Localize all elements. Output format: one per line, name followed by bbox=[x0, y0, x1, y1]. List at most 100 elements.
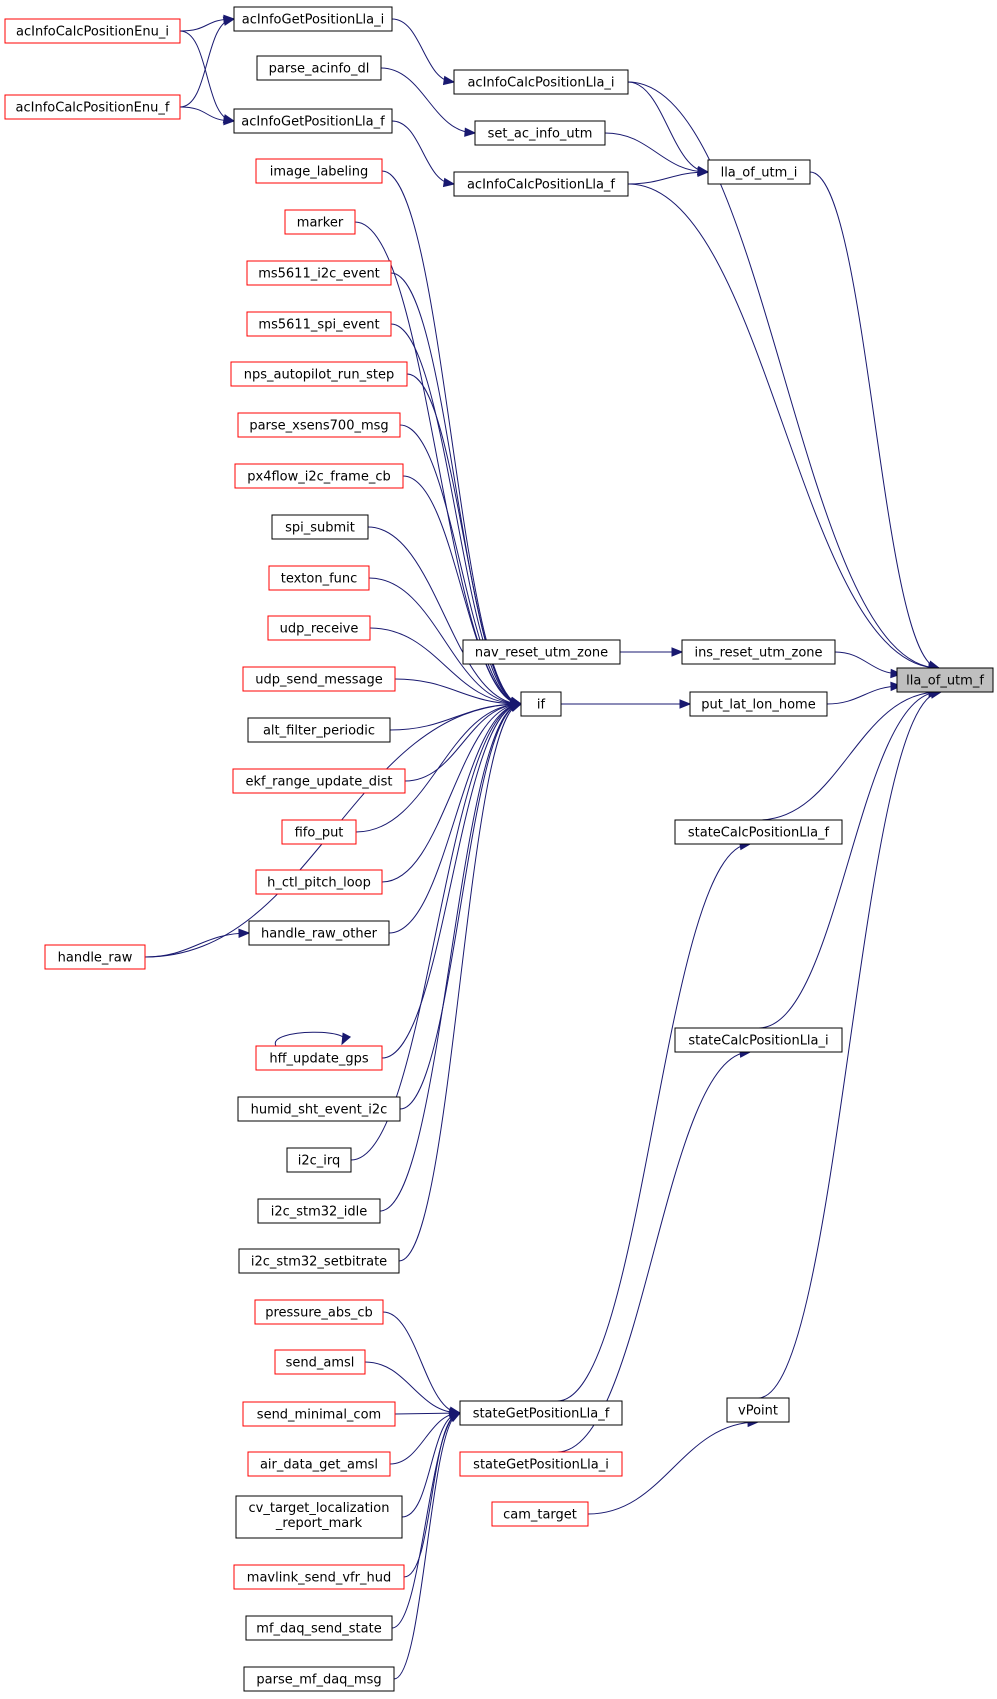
node-mavlink-send-vfr-hud[interactable]: mavlink_send_vfr_hud bbox=[233, 1564, 405, 1590]
node-h-ctl-pitch-loop[interactable]: h_ctl_pitch_loop bbox=[255, 869, 383, 895]
node-texton-func[interactable]: texton_func bbox=[268, 565, 370, 591]
node-box[interactable] bbox=[267, 615, 371, 641]
node-box[interactable] bbox=[4, 94, 181, 120]
node-box[interactable] bbox=[726, 1397, 790, 1423]
node-box[interactable] bbox=[674, 1027, 843, 1053]
node-fifo-put[interactable]: fifo_put bbox=[281, 819, 357, 845]
node-humid-sht-event-i2c[interactable]: humid_sht_event_i2c bbox=[237, 1096, 401, 1122]
node-acinfocalcpositionenu-f[interactable]: acInfoCalcPositionEnu_f bbox=[4, 94, 181, 120]
node-root[interactable]: lla_of_utm_f bbox=[896, 667, 994, 693]
node-box[interactable] bbox=[689, 691, 828, 717]
node-box[interactable] bbox=[281, 819, 357, 845]
node-ms5611-i2c-event[interactable]: ms5611_i2c_event bbox=[246, 260, 392, 286]
node-box[interactable] bbox=[255, 1045, 383, 1071]
node-box[interactable] bbox=[474, 120, 606, 146]
node-box[interactable] bbox=[237, 412, 401, 438]
node-parse-xsens700-msg[interactable]: parse_xsens700_msg bbox=[237, 412, 401, 438]
node-acinfocalcpositionlla-i[interactable]: acInfoCalcPositionLla_i bbox=[453, 69, 629, 95]
node-box[interactable] bbox=[256, 55, 382, 81]
node-nav-reset-utm-zone[interactable]: nav_reset_utm_zone bbox=[462, 639, 621, 665]
node-udp-receive[interactable]: udp_receive bbox=[267, 615, 371, 641]
node-box[interactable] bbox=[674, 819, 843, 845]
node-box[interactable] bbox=[242, 1401, 396, 1427]
node-box[interactable] bbox=[233, 1564, 405, 1590]
node-box[interactable] bbox=[286, 1147, 352, 1173]
node-box[interactable] bbox=[232, 768, 406, 794]
node-vpoint[interactable]: vPoint bbox=[726, 1397, 790, 1423]
node-box[interactable] bbox=[254, 1299, 384, 1325]
node-box[interactable] bbox=[271, 514, 369, 540]
node-box[interactable] bbox=[247, 1451, 391, 1477]
node-nps-autopilot-run-step[interactable]: nps_autopilot_run_step bbox=[230, 361, 408, 387]
node-box[interactable] bbox=[242, 666, 396, 692]
node-stategetpositionlla-f[interactable]: stateGetPositionLla_f bbox=[459, 1400, 623, 1426]
node-stategetpositionlla-i[interactable]: stateGetPositionLla_i bbox=[459, 1451, 623, 1477]
node-box[interactable] bbox=[268, 565, 370, 591]
node-marker[interactable]: marker bbox=[284, 209, 356, 235]
node-box[interactable] bbox=[44, 944, 146, 970]
node-if[interactable]: if bbox=[520, 691, 562, 717]
node-ins-reset-utm-zone[interactable]: ins_reset_utm_zone bbox=[681, 639, 836, 665]
node-box[interactable] bbox=[246, 260, 392, 286]
node-box[interactable] bbox=[453, 69, 629, 95]
node-box[interactable] bbox=[459, 1400, 623, 1426]
node-box[interactable] bbox=[255, 158, 383, 184]
node-box[interactable] bbox=[235, 1495, 403, 1539]
node-spi-submit[interactable]: spi_submit bbox=[271, 514, 369, 540]
node-image-labeling[interactable]: image_labeling bbox=[255, 158, 383, 184]
node-box[interactable] bbox=[233, 108, 393, 134]
node-alt-filter-periodic[interactable]: alt_filter_periodic bbox=[247, 717, 391, 743]
node-ekf-range-update-dist[interactable]: ekf_range_update_dist bbox=[232, 768, 406, 794]
node-box[interactable] bbox=[4, 18, 181, 44]
node-parse-mf-daq-msg[interactable]: parse_mf_daq_msg bbox=[243, 1666, 395, 1692]
node-ms5611-spi-event[interactable]: ms5611_spi_event bbox=[246, 311, 392, 337]
node-statecalcpositionlla-f[interactable]: stateCalcPositionLla_f bbox=[674, 819, 843, 845]
node-box[interactable] bbox=[237, 1096, 401, 1122]
node-box[interactable] bbox=[234, 463, 404, 489]
node-handle-raw[interactable]: handle_raw bbox=[44, 944, 146, 970]
node-box[interactable] bbox=[238, 1248, 400, 1274]
node-i2c-stm32-idle[interactable]: i2c_stm32_idle bbox=[257, 1198, 381, 1224]
node-cv-target-localization-report-mark[interactable]: cv_target_localization_report_mark bbox=[235, 1495, 403, 1539]
node-set-ac-info-utm[interactable]: set_ac_info_utm bbox=[474, 120, 606, 146]
node-i2c-irq[interactable]: i2c_irq bbox=[286, 1147, 352, 1173]
node-box[interactable] bbox=[257, 1198, 381, 1224]
node-box[interactable] bbox=[233, 6, 393, 32]
node-box[interactable] bbox=[255, 869, 383, 895]
node-box[interactable] bbox=[274, 1349, 366, 1375]
node-acinfogetpositionlla-f[interactable]: acInfoGetPositionLla_f bbox=[233, 108, 393, 134]
node-put-lat-lon-home[interactable]: put_lat_lon_home bbox=[689, 691, 828, 717]
node-mf-daq-send-state[interactable]: mf_daq_send_state bbox=[245, 1615, 393, 1641]
node-box[interactable] bbox=[284, 209, 356, 235]
node-parse-acinfo-dl[interactable]: parse_acinfo_dl bbox=[256, 55, 382, 81]
node-send-minimal-com[interactable]: send_minimal_com bbox=[242, 1401, 396, 1427]
node-pressure-abs-cb[interactable]: pressure_abs_cb bbox=[254, 1299, 384, 1325]
node-acinfocalcpositionenu-i[interactable]: acInfoCalcPositionEnu_i bbox=[4, 18, 181, 44]
node-box[interactable] bbox=[245, 1615, 393, 1641]
node-box[interactable] bbox=[248, 920, 390, 946]
node-box[interactable] bbox=[681, 639, 836, 665]
node-acinfocalcpositionlla-f[interactable]: acInfoCalcPositionLla_f bbox=[453, 171, 629, 197]
node-box[interactable] bbox=[462, 639, 621, 665]
node-box[interactable] bbox=[707, 159, 811, 185]
node-send-amsl[interactable]: send_amsl bbox=[274, 1349, 366, 1375]
node-box[interactable] bbox=[491, 1501, 589, 1527]
node-i2c-stm32-setbitrate[interactable]: i2c_stm32_setbitrate bbox=[238, 1248, 400, 1274]
node-box[interactable] bbox=[243, 1666, 395, 1692]
node-handle-raw-other[interactable]: handle_raw_other bbox=[248, 920, 390, 946]
node-px4flow-i2c-frame-cb[interactable]: px4flow_i2c_frame_cb bbox=[234, 463, 404, 489]
node-cam-target[interactable]: cam_target bbox=[491, 1501, 589, 1527]
node-statecalcpositionlla-i[interactable]: stateCalcPositionLla_i bbox=[674, 1027, 843, 1053]
node-box[interactable] bbox=[247, 717, 391, 743]
node-box[interactable] bbox=[459, 1451, 623, 1477]
node-box[interactable] bbox=[453, 171, 629, 197]
node-air-data-get-amsl[interactable]: air_data_get_amsl bbox=[247, 1451, 391, 1477]
node-acinfogetpositionlla-i[interactable]: acInfoGetPositionLla_i bbox=[233, 6, 393, 32]
node-box[interactable] bbox=[246, 311, 392, 337]
node-lla-of-utm-i[interactable]: lla_of_utm_i bbox=[707, 159, 811, 185]
node-hff-update-gps[interactable]: hff_update_gps bbox=[255, 1045, 383, 1071]
node-box[interactable] bbox=[230, 361, 408, 387]
node-box[interactable] bbox=[520, 691, 562, 717]
node-udp-send-message[interactable]: udp_send_message bbox=[242, 666, 396, 692]
node-box[interactable] bbox=[896, 667, 994, 693]
